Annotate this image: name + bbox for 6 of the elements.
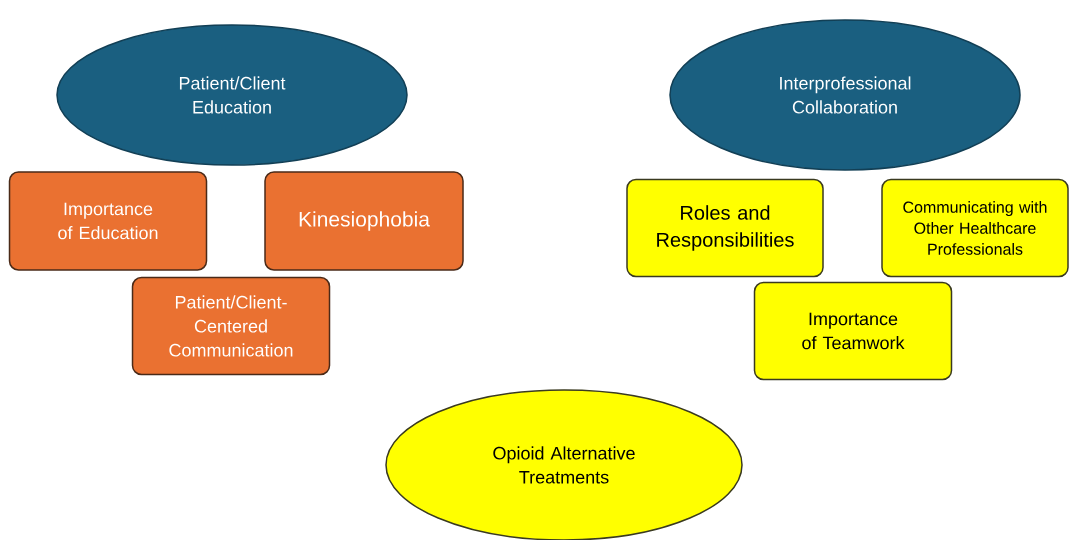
subtopic-box: Communicating with Other Healthcare Professionals <box>881 178 1069 278</box>
subtopic-box: Roles and Responsibilities <box>626 178 824 278</box>
subtopic-box: Patient/Client-Centered Communication <box>131 276 331 376</box>
subtopic-box: Importance of Teamwork <box>753 281 953 381</box>
subtopic-box: Importance of Education <box>8 171 208 271</box>
subtopic-box: Kinesiophobia <box>264 171 464 271</box>
